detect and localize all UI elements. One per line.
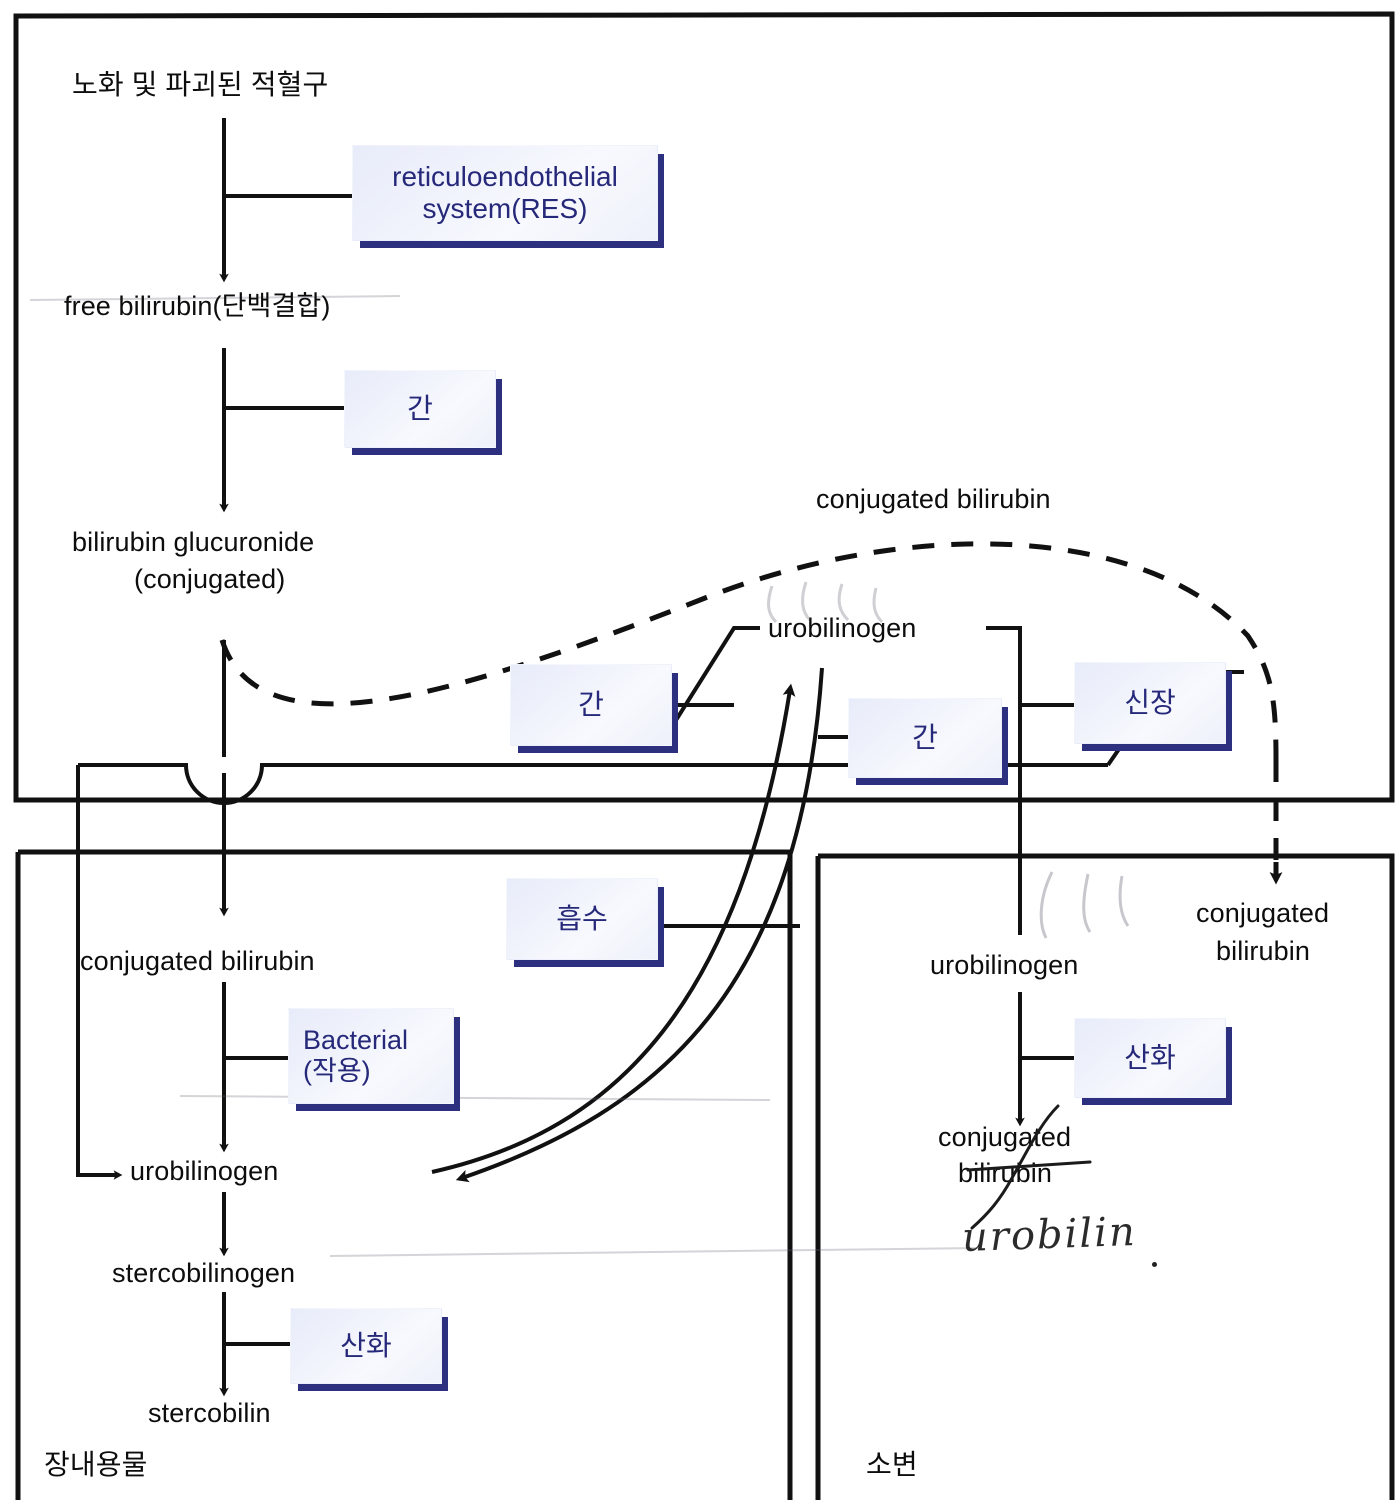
node-stercobilin: stercobilin (148, 1398, 271, 1428)
handwritten-annotation-urobilin: urobilin (961, 1208, 1138, 1262)
res-label-line2: system(RES) (422, 193, 588, 224)
process-box-liver-reexcretion[interactable]: 간 (848, 698, 1002, 778)
node-conjugated-bilirubin-urine-right-line2: bilirubin (1216, 936, 1310, 966)
node-senescent-rbc: 노화 및 파괴된 적혈구 (72, 69, 329, 100)
node-conjugated-bilirubin-urine-right-line1: conjugated (1196, 898, 1330, 928)
section-label-intestinal-contents: 장내용물 (44, 1449, 148, 1480)
node-conjugated-bilirubin-urine-line1: conjugated (938, 1122, 1072, 1152)
process-box-kidney[interactable]: 신장 (1074, 662, 1226, 744)
liver2-label: 간 (578, 689, 604, 721)
node-conjugated-bilirubin-arc-label: conjugated bilirubin (816, 484, 1051, 514)
process-box-absorption[interactable]: 흡수 (506, 878, 658, 960)
process-box-bacterial-action[interactable]: Bacterial (작용) (288, 1008, 454, 1104)
oxidation1-label: 산화 (340, 1330, 392, 1362)
process-box-oxidation-gut[interactable]: 산화 (290, 1308, 442, 1384)
oxidation2-label: 산화 (1124, 1042, 1176, 1074)
kidney-label: 신장 (1124, 687, 1176, 719)
liver1-label: 간 (407, 393, 433, 425)
node-stercobilinogen: stercobilinogen (112, 1258, 296, 1288)
node-conjugated-bilirubin-gut: conjugated bilirubin (80, 946, 315, 976)
node-urobilinogen-gut: urobilinogen (130, 1156, 279, 1186)
res-label-line1: reticuloendothelial (392, 161, 618, 193)
node-free-bilirubin: free bilirubin(단백결합) (64, 291, 331, 321)
node-bilirubin-glucuronide-line1: bilirubin glucuronide (72, 527, 315, 557)
absorption-label: 흡수 (556, 903, 608, 935)
process-box-liver-conjugation[interactable]: 간 (344, 370, 496, 448)
process-box-oxidation-urine[interactable]: 산화 (1074, 1018, 1226, 1098)
node-urobilinogen-urine: urobilinogen (930, 950, 1079, 980)
node-bilirubin-glucuronide-line2: (conjugated) (134, 564, 286, 594)
section-label-urine: 소변 (866, 1449, 918, 1480)
liver3-label: 간 (912, 722, 938, 754)
handwritten-period (1152, 1262, 1157, 1267)
bacterial-label-line2: (작용) (303, 1056, 371, 1086)
node-urobilinogen-portal: urobilinogen (768, 613, 917, 643)
process-box-reticuloendothelial-system[interactable]: reticuloendothelial system(RES) (352, 145, 658, 241)
process-box-liver-uptake[interactable]: 간 (510, 664, 672, 746)
node-conjugated-bilirubin-urine-line2: bilirubin (958, 1158, 1052, 1188)
bacterial-label-line1: Bacterial (303, 1025, 409, 1056)
